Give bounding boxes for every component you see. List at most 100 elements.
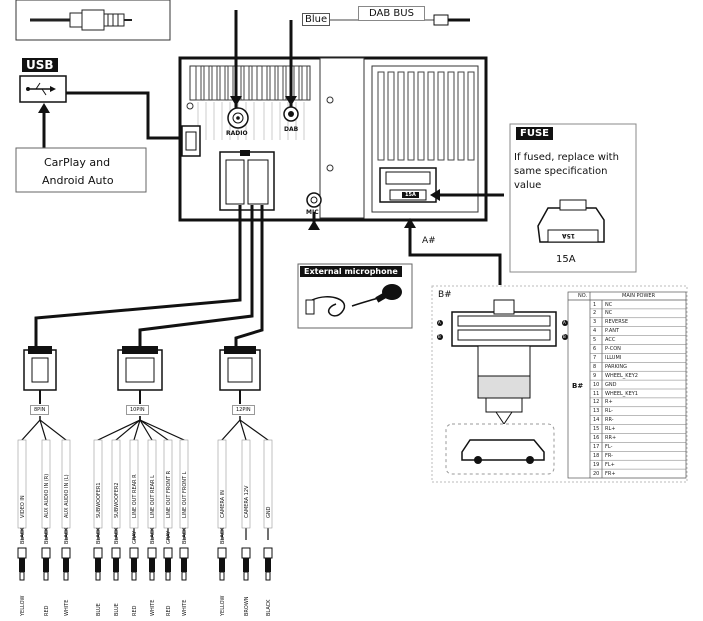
table-header-main: MAIN POWER	[622, 293, 656, 299]
table-row-no: 14	[593, 417, 600, 424]
table-row-name: RL+	[605, 426, 616, 433]
dab-jack-icon	[283, 106, 299, 122]
heatsink-fins	[195, 65, 475, 161]
table-row-name: REVERSE	[605, 319, 629, 326]
plug-color-label: WHITE	[150, 599, 156, 616]
plug-color-label: YELLOW	[220, 595, 226, 617]
fuse-title: FUSE	[516, 127, 553, 140]
table-row-no: 5	[593, 337, 597, 344]
table-header-no: NO.	[578, 293, 588, 299]
wire-function-label: AUX AUDIO IN (R)	[44, 473, 50, 518]
harness-art	[17, 346, 273, 581]
marker-b-dot	[562, 334, 568, 340]
usb-label: USB	[22, 58, 58, 72]
b-sharp-table-label: B#	[572, 382, 584, 390]
wire-function-label: LINE OUT FRONT R	[166, 470, 172, 518]
fuse-chip-label: 15A	[562, 232, 575, 239]
marker-b-label: B	[563, 334, 566, 339]
table-row-name: GND	[605, 381, 617, 388]
screw-icon	[186, 102, 194, 110]
fuse-text-line2: same specification	[514, 166, 608, 177]
microphone-icon	[305, 284, 402, 317]
table-row-name: RR+	[605, 435, 617, 441]
marker-a-label: A	[438, 320, 441, 325]
table-row-name: FR-	[605, 452, 613, 459]
plug-color-label: RED	[166, 605, 172, 616]
plug-color-label: RED	[132, 605, 138, 616]
fuse-text-line3: value	[514, 180, 542, 191]
power-table-grid	[567, 291, 687, 479]
plug-color-label: BLUE	[114, 603, 120, 616]
mic-label: MIC	[306, 209, 319, 216]
arrow-icon	[285, 96, 297, 106]
table-row-no: 15	[593, 426, 600, 433]
wire-function-label: LINE OUT FRONT L	[182, 471, 188, 518]
table-row-no: 11	[593, 390, 600, 397]
plug-color-label: RED	[44, 605, 50, 616]
arrow-icon	[308, 220, 320, 230]
dab-wire-color-label: Blue	[302, 13, 331, 26]
table-row-name: R+	[605, 399, 613, 406]
harness-10pin-label: 10PIN	[126, 405, 149, 415]
table-row-no: 9	[593, 372, 597, 379]
table-row-no: 19	[593, 461, 600, 468]
carplay-box	[15, 147, 147, 193]
wire-function-label: SUBWOOFER1	[96, 482, 102, 518]
marker-b-dot	[437, 334, 443, 340]
plug-color-label: BROWN	[244, 596, 250, 616]
table-row-name: ILLUMI	[605, 354, 622, 361]
car-icon	[461, 439, 545, 464]
marker-a-dot	[562, 320, 568, 326]
wire-function-label: CAMERA IN	[220, 490, 226, 518]
table-row-name: NC	[605, 310, 613, 317]
arrow-icon	[404, 218, 416, 228]
screw-icon	[326, 164, 334, 172]
table-row-no: 10	[593, 381, 600, 388]
table-row-name: NC	[605, 301, 613, 308]
fuse-slot-label: 15A	[402, 192, 419, 198]
external-mic-label: External microphone	[300, 266, 402, 277]
table-row-no: 4	[593, 328, 597, 335]
arrow-icon	[38, 103, 50, 113]
wire-function-label: SUBWOOFER2	[114, 482, 120, 518]
usb-icon	[19, 75, 67, 103]
table-row-no: 20	[593, 470, 600, 477]
table-row-name: P-CON	[605, 346, 621, 352]
power-plug-b	[451, 299, 557, 425]
cables	[34, 10, 504, 350]
fuse-text-line1: If fused, replace with	[514, 152, 619, 163]
table-row-name: ACC	[605, 337, 616, 344]
wire-color-label: GRAY	[166, 530, 172, 544]
arrow-icon	[430, 189, 440, 201]
dab-bus-label: DAB BUS	[358, 6, 425, 21]
marker-a-label: A	[563, 320, 566, 325]
table-row-no: 13	[593, 408, 600, 415]
wire-color-label: BLACK	[44, 527, 50, 544]
wire-function-label: LINE OUT REAR R	[132, 474, 138, 518]
harness-12pin-label: 12PIN	[232, 405, 255, 415]
power-table-lines	[568, 299, 686, 479]
table-row-name: FL-	[605, 443, 613, 450]
wire-color-label: BLACK	[182, 527, 188, 544]
a-sharp-label: A#	[422, 236, 436, 246]
plug-color-label: BLACK	[266, 599, 272, 616]
wire-color-label: BLACK	[20, 527, 26, 544]
marker-a-dot	[437, 320, 443, 326]
table-row-name: PARKING	[605, 363, 627, 370]
wire-color-label: BLACK	[96, 527, 102, 544]
table-row-no: 1	[593, 301, 597, 308]
wire-function-label: VIDEO IN	[20, 495, 26, 518]
b-sharp-panel-label: B#	[438, 290, 452, 300]
table-row-name: RL-	[605, 408, 613, 415]
radio-label: RADIO	[226, 130, 248, 137]
antenna-plug-icon	[30, 9, 132, 31]
plug-color-label: WHITE	[182, 599, 188, 616]
wire-color-label: BLACK	[220, 527, 226, 544]
wire-color-label: GRAY	[132, 530, 138, 544]
wire-color-label: BLACK	[114, 527, 120, 544]
wire-color-label: BLACK	[64, 527, 70, 544]
harness-socket	[219, 150, 275, 211]
plug-color-label: BLUE	[96, 603, 102, 616]
dab-plug-icon	[433, 14, 470, 26]
